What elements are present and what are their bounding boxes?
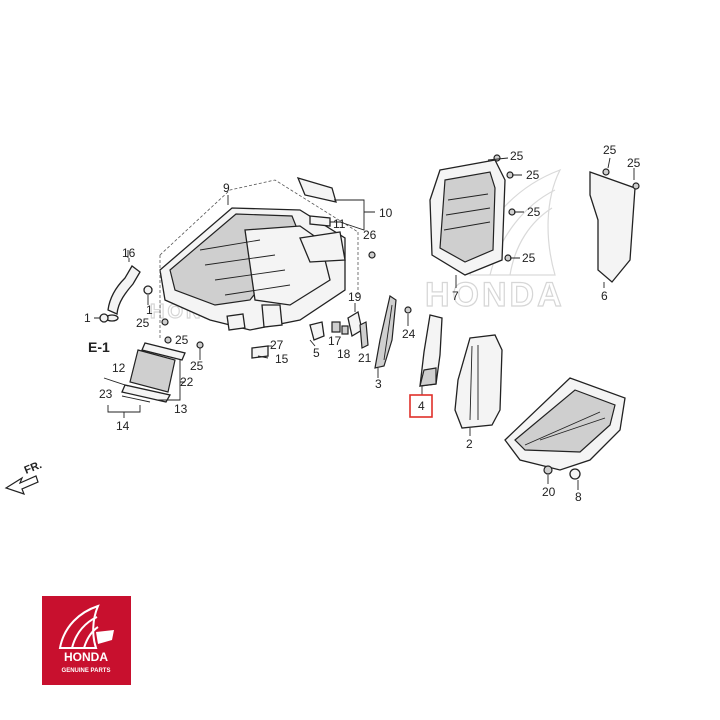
honda-genuine-parts-logo: HONDA GENUINE PARTS bbox=[42, 596, 131, 685]
part-1-clamp bbox=[94, 285, 153, 323]
callout-8: 8 bbox=[575, 490, 582, 504]
part-16-hose bbox=[105, 258, 141, 322]
callout-10: 10 bbox=[379, 206, 393, 220]
callout-25-h: 25 bbox=[175, 333, 189, 347]
callout-23: 23 bbox=[99, 387, 113, 401]
honda-watermark: HONDA bbox=[424, 168, 565, 315]
callout-14: 14 bbox=[116, 419, 130, 433]
part-5-17-18-19-21 bbox=[309, 303, 369, 349]
callout-9: 9 bbox=[223, 181, 230, 195]
part-2-inner-panel bbox=[454, 334, 503, 436]
part-4-cover-strip bbox=[419, 314, 443, 395]
callout-13: 13 bbox=[174, 402, 188, 416]
front-direction-arrow: FR. bbox=[4, 459, 44, 495]
honda-wing-icon bbox=[58, 604, 114, 649]
callout-25-g: 25 bbox=[136, 316, 150, 330]
callout-24: 24 bbox=[402, 327, 416, 341]
callout-5: 5 bbox=[313, 346, 320, 360]
callout-18: 18 bbox=[337, 347, 351, 361]
callout-25-i: 25 bbox=[190, 359, 204, 373]
callout-22: 22 bbox=[180, 375, 194, 389]
part-6-shield-plate bbox=[589, 168, 640, 288]
highlight-box-part-4 bbox=[409, 394, 433, 418]
callout-6: 6 bbox=[601, 289, 608, 303]
part-10-clip bbox=[296, 176, 375, 231]
part-24-screw bbox=[404, 306, 412, 314]
part-27-15 bbox=[251, 345, 272, 359]
part-3-side-strip bbox=[374, 295, 397, 369]
leader-lines bbox=[127, 157, 635, 378]
callout-21: 21 bbox=[358, 351, 372, 365]
part-9-air-cleaner-case bbox=[159, 179, 359, 340]
callout-1b: 1 bbox=[146, 303, 153, 317]
callout-25-c: 25 bbox=[527, 205, 541, 219]
callout-25-a: 25 bbox=[510, 149, 524, 163]
callout-25-d: 25 bbox=[522, 251, 536, 265]
callout-27: 27 bbox=[270, 338, 284, 352]
front-direction-label: FR. bbox=[23, 459, 44, 477]
callout-19: 19 bbox=[348, 290, 362, 304]
callout-25-e: 25 bbox=[603, 143, 617, 157]
callout-15: 15 bbox=[275, 352, 289, 366]
callout-25-b: 25 bbox=[526, 168, 540, 182]
watermark-text-main: HONDA bbox=[425, 276, 565, 314]
callout-3: 3 bbox=[375, 377, 382, 391]
callout-12: 12 bbox=[112, 361, 126, 375]
logo-tagline: GENUINE PARTS bbox=[62, 668, 111, 674]
callout-20: 20 bbox=[542, 485, 556, 499]
logo-brand: HONDA bbox=[64, 650, 108, 664]
callout-1a: 1 bbox=[84, 311, 91, 325]
callout-16: 16 bbox=[122, 246, 136, 260]
section-label-e1: E-1 bbox=[88, 339, 110, 355]
fasteners-25 bbox=[161, 251, 376, 360]
callout-4: 4 bbox=[418, 399, 425, 413]
callout-25-f: 25 bbox=[627, 156, 641, 170]
callout-26: 26 bbox=[363, 228, 377, 242]
part-12-13-intake-duct bbox=[103, 342, 186, 418]
part-8-outer-cover bbox=[504, 377, 626, 490]
callout-labels: 1 1 2 3 4 5 6 7 8 9 10 11 12 13 14 15 16… bbox=[84, 143, 641, 504]
callout-2: 2 bbox=[466, 437, 473, 451]
part-7-filter-element bbox=[429, 154, 516, 288]
callout-7: 7 bbox=[452, 289, 459, 303]
callout-17: 17 bbox=[328, 334, 342, 348]
callout-11: 11 bbox=[333, 217, 346, 231]
